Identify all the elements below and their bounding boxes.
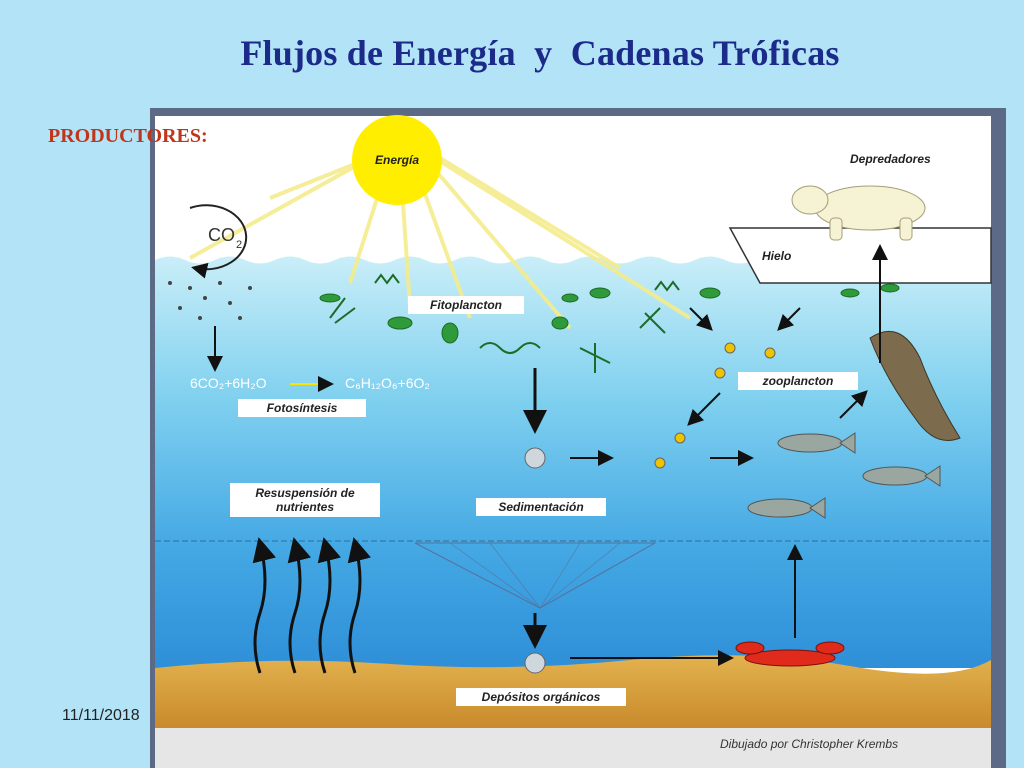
fish-shapes xyxy=(747,432,941,519)
equation-left: 6CO₂+6H₂O xyxy=(190,375,267,391)
energy-label: Energía xyxy=(375,153,419,167)
sun-icon xyxy=(189,115,692,330)
zooplankton-shapes xyxy=(654,342,776,469)
fish-to-seal-arrow xyxy=(839,390,868,419)
polar-bear-icon xyxy=(791,185,926,241)
equation-right: C₆H₁₂O₆+6O₂ xyxy=(345,375,430,391)
marine-snow-icon xyxy=(524,447,546,469)
food-chain-diagram: Energía CO 2 6CO₂+6H₂O C₆H₁₂O₆+6O₂ Fotos… xyxy=(150,108,1006,768)
sedimentation-label: Sedimentación xyxy=(498,500,583,514)
resuspension-arrows xyxy=(252,537,372,674)
deposits-box xyxy=(456,688,626,706)
seal-icon xyxy=(869,330,961,441)
phyto-to-zoo-arrow-1 xyxy=(689,307,713,331)
resuspension-label-2: nutrientes xyxy=(276,500,334,514)
sedimentation-box xyxy=(476,498,606,516)
credit-label: Dibujado por Christopher Krembs xyxy=(720,737,898,751)
co2-subscript: 2 xyxy=(236,239,242,251)
lobster-icon xyxy=(735,641,845,667)
sediment-funnel xyxy=(414,542,657,609)
zoo-down-arrow xyxy=(687,392,721,426)
zooplankton-label: zooplancton xyxy=(762,374,834,388)
water-column xyxy=(155,256,991,668)
deposits-label: Depósitos orgánicos xyxy=(482,690,601,704)
phytoplankton-box xyxy=(408,296,524,314)
photosynthesis-label: Fotosíntesis xyxy=(267,401,338,415)
photosynthesis-box xyxy=(238,399,366,417)
phyto-to-zoo-arrow-2 xyxy=(777,307,801,331)
zooplankton-box xyxy=(738,372,858,390)
co2-cycle-icon xyxy=(189,204,248,279)
predators-label: Depredadores xyxy=(850,152,931,166)
co2-label: CO xyxy=(208,225,235,245)
phytoplankton-cells xyxy=(319,283,900,344)
resuspension-label-1: Resuspensión de xyxy=(255,486,355,500)
section-label: PRODUCTORES: xyxy=(48,125,208,147)
phytoplankton-label: Fitoplancton xyxy=(430,298,502,312)
co2-bubbles xyxy=(168,281,252,320)
resuspension-box xyxy=(230,483,380,517)
phytoplankton-chains xyxy=(329,273,680,373)
organic-deposit-icon xyxy=(524,652,546,674)
slide-date: 11/11/2018 xyxy=(62,707,140,724)
slide-title: Flujos de Energía y Cadenas Tróficas xyxy=(240,33,840,73)
credit-bar xyxy=(155,728,991,768)
ice-label: Hielo xyxy=(762,249,791,263)
